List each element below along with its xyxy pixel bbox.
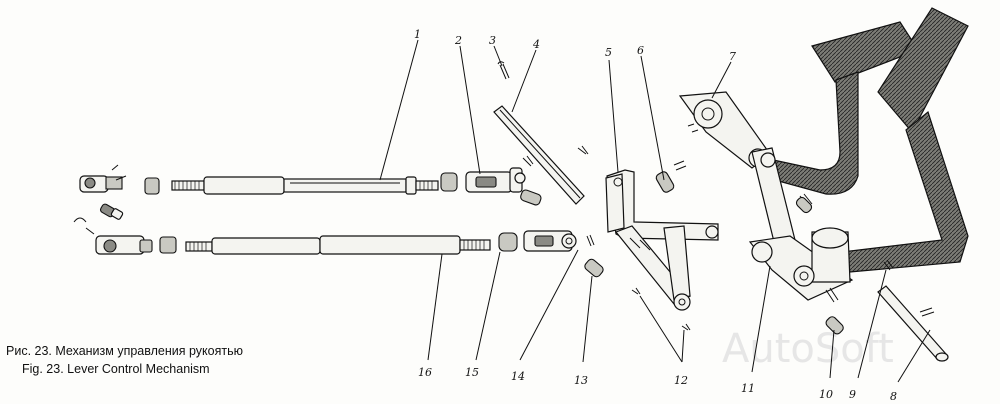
pedal-pins xyxy=(795,196,844,335)
leader-lines xyxy=(379,39,931,383)
lower-pin xyxy=(584,234,604,278)
upper-rod xyxy=(171,176,439,195)
lower-fork-right xyxy=(523,230,577,252)
upper-fork-left xyxy=(79,164,127,193)
label-8: 8 xyxy=(890,390,897,403)
label-16: 16 xyxy=(418,366,432,379)
pedal-cotter-pins xyxy=(799,193,935,317)
part-numbers: 1 2 3 4 5 6 7 8 9 10 11 12 13 14 15 16 xyxy=(414,28,897,403)
caption-russian: Рис. 23. Механизм управления рукоятью xyxy=(6,344,243,358)
label-6: 6 xyxy=(637,44,644,57)
lower-nut-left xyxy=(159,236,177,254)
label-12: 12 xyxy=(674,374,688,387)
pedal-link xyxy=(751,147,797,251)
label-10: 10 xyxy=(819,388,833,401)
intermediate-bracket xyxy=(605,169,719,311)
label-1: 1 xyxy=(414,28,421,41)
label-9: 9 xyxy=(849,388,856,401)
lower-nut-right xyxy=(498,232,518,252)
pedal-axle xyxy=(877,285,949,362)
upper-pin-left xyxy=(99,203,124,220)
lever-shaft xyxy=(493,105,589,205)
lower-fork-left xyxy=(73,217,153,255)
label-15: 15 xyxy=(465,366,479,379)
label-13: 13 xyxy=(574,374,588,387)
bracket-pin xyxy=(655,160,687,193)
upper-pin-right xyxy=(520,189,542,206)
pedal-hub-lower xyxy=(748,227,854,301)
upper-fork-right xyxy=(465,167,526,193)
lower-rod xyxy=(185,235,491,255)
label-11: 11 xyxy=(741,382,755,395)
label-5: 5 xyxy=(605,46,612,59)
upper-nut-right xyxy=(440,172,458,192)
label-3: 3 xyxy=(489,34,496,47)
label-4: 4 xyxy=(532,38,540,51)
pedal-pad xyxy=(811,7,969,134)
label-2: 2 xyxy=(454,34,462,47)
label-7: 7 xyxy=(729,50,736,63)
caption-english: Fig. 23. Lever Control Mechanism xyxy=(22,362,210,376)
watermark: AutoSoft xyxy=(722,326,894,372)
label-14: 14 xyxy=(511,370,525,383)
upper-nut-left xyxy=(144,177,160,195)
bracket-bolt-12 xyxy=(631,287,691,331)
